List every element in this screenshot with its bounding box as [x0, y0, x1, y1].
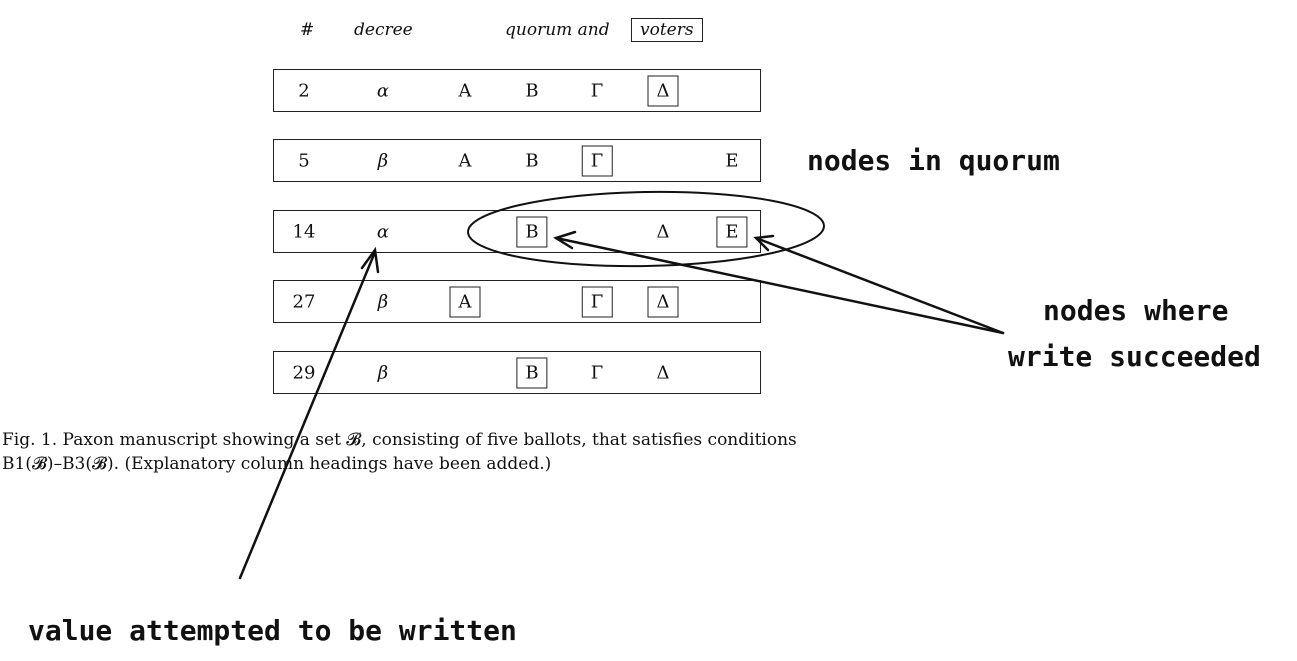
label-value-attempted: value attempted to be written	[28, 614, 517, 647]
voter-node: E	[716, 216, 748, 247]
caption-line-1: Fig. 1. Paxon manuscript showing a set 𝓑…	[2, 430, 797, 450]
ballot-number: 2	[298, 80, 310, 101]
ballot-row: 29 β B Γ Δ	[273, 351, 761, 394]
ballot-number: 27	[292, 291, 316, 312]
header-quorum: quorum and	[505, 20, 610, 40]
caption-line-2: B1(𝓑)–B3(𝓑). (Explanatory column heading…	[2, 454, 552, 474]
quorum-node: B	[525, 80, 539, 101]
quorum-node: A	[458, 80, 472, 101]
ballot-decree: α	[376, 80, 390, 101]
voter-node: A	[449, 286, 481, 317]
ballot-row: 5 β A B Γ E	[273, 139, 761, 182]
label-nodes-in-quorum: nodes in quorum	[807, 144, 1060, 177]
quorum-node: Γ	[590, 80, 604, 101]
voter-node: Δ	[647, 286, 679, 317]
quorum-node: Δ	[656, 362, 670, 383]
quorum-node: Γ	[590, 362, 604, 383]
voter-node: B	[516, 357, 548, 388]
ballot-decree: β	[377, 291, 389, 312]
header-voters: voters	[631, 18, 703, 42]
ballot-row: 14 α B Δ E	[273, 210, 761, 253]
quorum-node: Δ	[656, 221, 670, 242]
ballot-decree: β	[377, 362, 389, 383]
quorum-node: A	[458, 150, 472, 171]
ballot-number: 5	[298, 150, 310, 171]
label-succeeded-2: write succeeded	[1008, 340, 1261, 373]
header-decree: decree	[354, 20, 413, 40]
ballot-row: 2 α A B Γ Δ	[273, 69, 761, 112]
ballot-decree: β	[377, 150, 389, 171]
quorum-node: B	[525, 150, 539, 171]
header-number: #	[300, 20, 315, 40]
voter-node: Γ	[581, 286, 613, 317]
succeeded-arrow-b	[554, 236, 1005, 335]
succeeded-arrow-e-head	[753, 234, 775, 252]
value-arrow	[238, 250, 377, 580]
voter-node: Δ	[647, 75, 679, 106]
figure-caption: Fig. 1. Paxon manuscript showing a set 𝓑…	[2, 428, 1002, 476]
arrows	[238, 230, 1005, 580]
label-succeeded-1: nodes where	[1043, 294, 1228, 327]
quorum-node: E	[725, 150, 739, 171]
voter-node: B	[516, 216, 548, 247]
ballot-number: 29	[292, 362, 316, 383]
ballot-decree: α	[376, 221, 390, 242]
succeeded-arrow-e	[754, 236, 1005, 335]
ballot-row: 27 β A Γ Δ	[273, 280, 761, 323]
value-arrow-head	[360, 246, 380, 274]
succeeded-arrow-b-head	[553, 230, 577, 250]
ballot-number: 14	[292, 221, 316, 242]
quorum-ellipse	[467, 190, 825, 268]
voter-node: Γ	[581, 145, 613, 176]
